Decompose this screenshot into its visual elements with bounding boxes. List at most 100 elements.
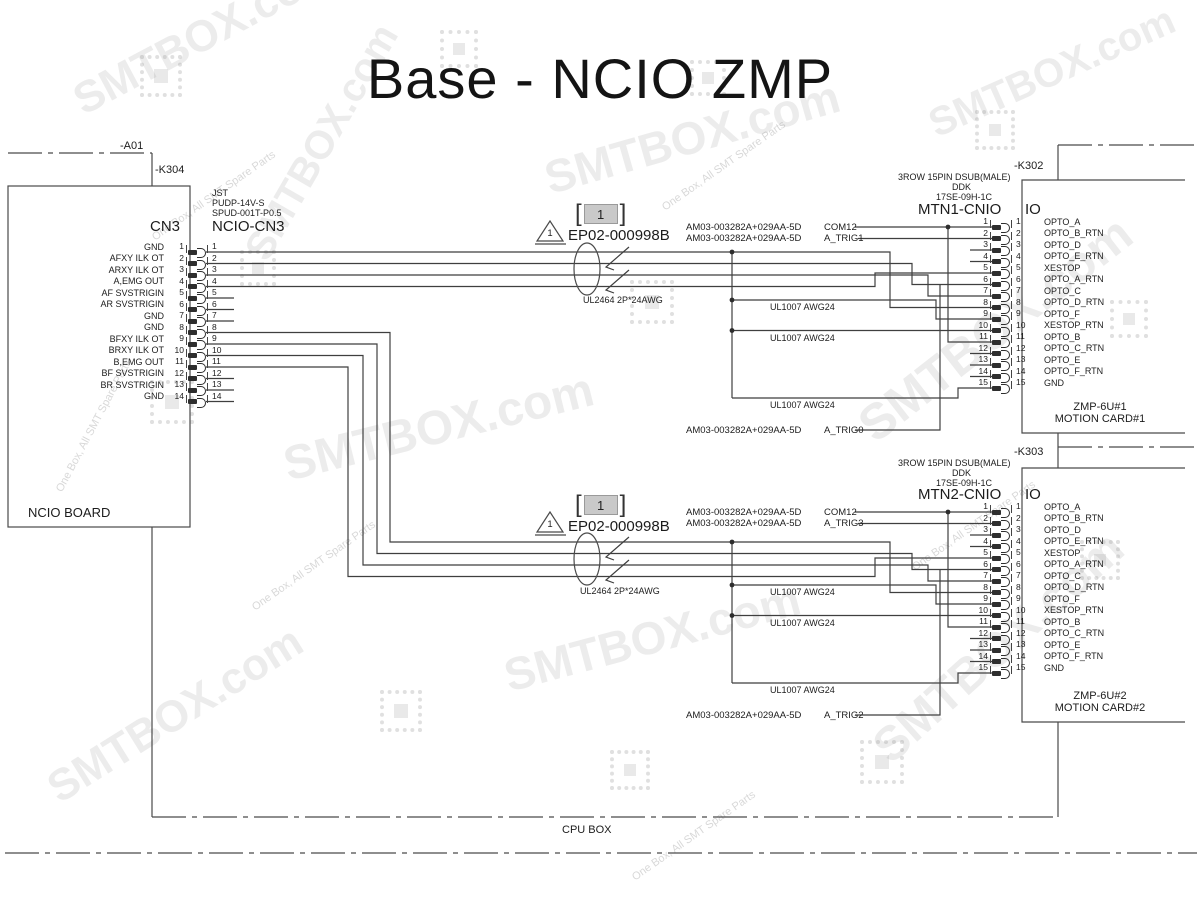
cn3-pin-number-left: 2: [179, 252, 184, 263]
pin-tick: [990, 585, 991, 594]
harness-signal: A_TRIG0: [824, 424, 864, 436]
mtn1-pin-number-right: 5: [1016, 262, 1021, 272]
mtn1-pin-signal: OPTO_E: [1044, 354, 1081, 365]
pin-tick: [1011, 243, 1012, 251]
mtn1-pin-signal: XESTOP: [1044, 262, 1081, 273]
frame-ref-a01: -A01: [120, 140, 144, 152]
mtn1-pin-number-right: 11: [1016, 331, 1025, 341]
pin-tick: [1011, 323, 1012, 332]
pin-tick: [186, 279, 187, 288]
cable-callout-box: [ 1 ]: [575, 202, 626, 226]
mtn2-pin-row: 4 4 OPTO_E_RTN: [958, 536, 1104, 552]
pin-tick: [186, 383, 187, 391]
pin-tick: [990, 277, 991, 286]
cn3-pin-number-right: 8: [212, 321, 217, 332]
mtn2-pin-row: 9 9 OPTO_F: [958, 593, 1104, 610]
wires: [206, 226, 996, 716]
mtn1-pin-number-left: 1: [983, 216, 988, 226]
mtn1-pin-number-left: 13: [978, 354, 988, 364]
cable-spec-top: UL2464 2P*24AWG: [583, 295, 663, 305]
mtn1-pin-number-left: 3: [983, 239, 988, 249]
cn3-pin-signal: GND: [144, 241, 164, 252]
mtn1-pin-row: 4 4 OPTO_E_RTN: [958, 251, 1104, 267]
pin-tick: [186, 314, 187, 322]
mtn2-pin-signal: OPTO_E: [1044, 639, 1081, 650]
mtn2-pin-number-left: 5: [983, 547, 988, 557]
mtn2-pin-number-right: 11: [1016, 616, 1025, 626]
pin-tick: [1011, 516, 1012, 525]
pin-contact-icon: [991, 641, 1011, 656]
cn3-pin-row: GND 1 1: [28, 241, 230, 258]
mtn2-pin-list: 1 1 OPTO_A 2 2 OPTO_B_RTN 3 3 OPTO_D 4 4: [958, 501, 1104, 679]
mtn2-pin-number-left: 3: [983, 524, 988, 534]
pin-tick: [1011, 312, 1012, 320]
pin-tick: [186, 302, 187, 311]
pin-contact-icon: [187, 335, 207, 350]
pin-tick: [990, 369, 991, 378]
mtn2-pin-number-left: 2: [983, 512, 988, 523]
pin-tick: [990, 243, 991, 251]
mtn1-pin-number-right: 14: [1016, 365, 1026, 376]
pin-tick: [1011, 266, 1012, 274]
harness-part: AM03-003282A+029AA-5D: [686, 518, 802, 529]
pin-tick: [207, 314, 208, 322]
cn3-pin-row: BF SVSTRIGIN 12 12: [28, 368, 230, 384]
cable-spec-bottom: UL2464 2P*24AWG: [580, 586, 660, 596]
mtn2-pin-number-right: 10: [1016, 604, 1026, 615]
mtn1-pin-number-left: 7: [983, 285, 988, 295]
mtn2-pin-signal: OPTO_E_RTN: [1044, 536, 1104, 546]
cn3-pin-signal: B,EMG OUT: [113, 356, 164, 367]
wire-spec: UL1007 AWG24: [770, 618, 835, 628]
wire-spec: UL1007 AWG24: [770, 587, 835, 597]
mtn1-connector-type: 3ROW 15PIN DSUB(MALE): [898, 172, 1011, 182]
harness-part: AM03-003282A+029AA-5D: [686, 424, 802, 436]
cn3-pin-number-right: 9: [212, 333, 217, 343]
pin-tick: [207, 337, 208, 345]
pin-tick: [1011, 585, 1012, 594]
pin-tick: [186, 337, 187, 345]
pin-tick: [207, 371, 208, 380]
pin-contact-icon: [187, 346, 207, 361]
pin-contact-icon: [991, 503, 1011, 518]
pin-tick: [1011, 358, 1012, 366]
mtn2-pin-row: 5 5 XESTOP: [958, 547, 1104, 564]
pin-tick: [990, 608, 991, 617]
mtn1-pin-number-right: 2: [1016, 227, 1021, 238]
harness-part: AM03-003282A+029AA-5D: [686, 233, 802, 244]
mtn2-pin-number-left: 9: [983, 593, 988, 603]
pin-tick: [990, 666, 991, 674]
mtn1-pin-row: 7 7 OPTO_C: [958, 285, 1104, 302]
cn3-pin-number-left: 4: [179, 275, 184, 286]
mtn2-pin-number-left: 15: [978, 662, 988, 672]
mtn2-pin-signal: OPTO_A: [1044, 501, 1081, 512]
pin-tick: [1011, 620, 1012, 628]
pin-contact-icon: [187, 243, 207, 258]
mtn2-connector-name: MTN2-CNIO: [918, 486, 1002, 503]
mtn2-pin-row: 11 11 OPTO_B: [958, 616, 1104, 633]
pin-contact-icon: [991, 595, 1011, 610]
bracket-right: ]: [619, 200, 627, 227]
mtn1-pin-number-left: 11: [979, 331, 988, 341]
pin-tick: [207, 256, 208, 265]
cn3-pin-number-left: 11: [175, 356, 184, 366]
card1-model: ZMP-6U#1: [1073, 401, 1127, 413]
mtn2-connector-type: 3ROW 15PIN DSUB(MALE): [898, 458, 1011, 468]
harness-part: AM03-003282A+029AA-5D: [686, 709, 802, 721]
cn3-pin-row: BFXY ILK OT 9 9: [28, 333, 230, 350]
pin-tick: [990, 220, 991, 228]
callout-number: 1: [583, 495, 618, 515]
pin-contact-icon: [991, 344, 1011, 359]
pin-tick: [990, 574, 991, 582]
mtn2-pin-number-left: 13: [978, 639, 988, 649]
warning-triangle-icon: [535, 219, 566, 536]
pin-tick: [186, 325, 187, 334]
pin-tick: [990, 312, 991, 320]
pin-tick: [990, 231, 991, 240]
cn3-pin-number-right: 4: [212, 275, 217, 286]
cn3-pin-signal: BRXY ILK OT: [108, 345, 164, 355]
cn3-pin-number-left: 3: [179, 264, 184, 274]
pin-tick: [990, 551, 991, 559]
mtn2-pin-number-right: 3: [1016, 524, 1021, 534]
